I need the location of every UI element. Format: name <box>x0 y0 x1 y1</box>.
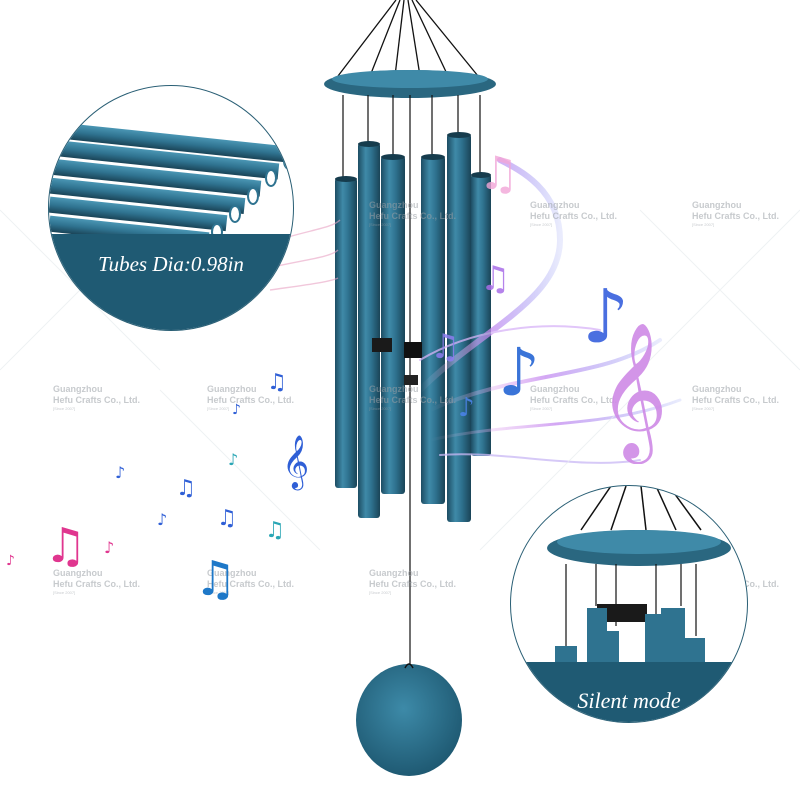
music-note-icon: ♫ <box>430 327 461 367</box>
music-note-icon: ♫ <box>480 259 511 299</box>
tubes-diameter-label: Tubes Dia:0.98in <box>98 252 244 276</box>
music-note-icon: ♪ <box>498 334 541 411</box>
music-note-icon: ♫ <box>267 370 287 395</box>
chime-tubes <box>335 134 491 522</box>
music-note-icon: ♪ <box>104 538 115 557</box>
music-note-icon: ♫ <box>478 146 520 200</box>
treble-clef-icon: 𝄞 <box>282 434 310 488</box>
music-note-icon: ♫ <box>217 506 237 531</box>
tubes-diameter-inset: Tubes Dia:0.98in <box>48 85 294 331</box>
music-note-icon: ♪ <box>157 510 168 529</box>
label-band <box>49 234 293 330</box>
treble-clef-icon: 𝄞 <box>598 320 668 458</box>
music-note-icon: ♪ <box>232 402 241 418</box>
silent-mode-inset: Silent mode <box>510 485 748 723</box>
music-note-icon: ♫ <box>194 551 238 607</box>
hanging-strings <box>337 0 479 77</box>
music-note-icon: ♪ <box>228 450 239 469</box>
music-note-icon: ♫ <box>176 476 196 501</box>
music-note-icon: ♪ <box>115 463 126 482</box>
music-note-icon: ♪ <box>6 553 15 569</box>
music-note-icon: ♪ <box>458 393 475 423</box>
wind-sail-disc <box>356 664 462 776</box>
label-band <box>511 662 747 722</box>
striker <box>372 338 392 352</box>
tubes-closeup <box>49 121 293 259</box>
music-wave-swirls <box>417 157 682 464</box>
music-note-icon: ♫ <box>265 518 285 543</box>
silent-mode-label: Silent mode <box>577 688 681 713</box>
music-note-icon: ♪ <box>582 274 630 360</box>
music-note-icon: ♫ <box>44 518 88 574</box>
